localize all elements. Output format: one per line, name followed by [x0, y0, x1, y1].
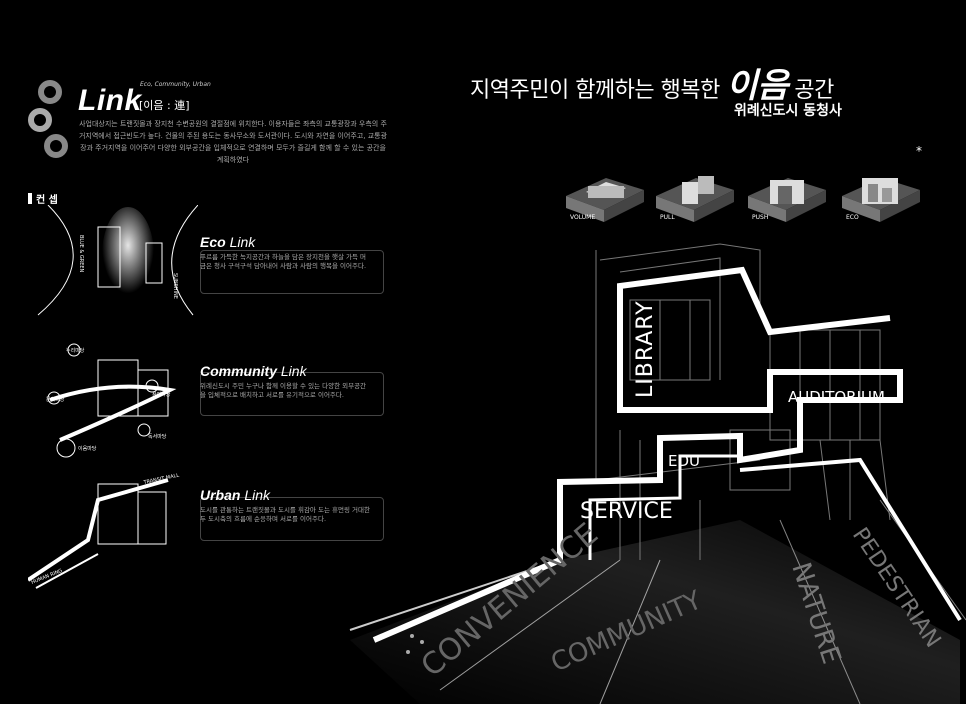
step-volume-diagram: [566, 178, 644, 222]
eco-link-desc: 푸르름 가득한 녹지공간과 하늘을 담은 장지천을 햇살 가득 머금은 청사 구…: [200, 253, 367, 270]
step-pull-label: PULL: [660, 214, 675, 221]
step-eco-diagram: [842, 178, 920, 222]
label-service: SERVICE: [580, 499, 673, 524]
step-pull-diagram: [656, 176, 734, 222]
community-link-card: [200, 372, 384, 416]
community-tag-chamyeo: 참여마당: [152, 391, 171, 398]
community-link-desc: 위례신도시 주민 누구나 함께 이용할 수 있는 다양한 외부공간을 입체적으로…: [200, 382, 367, 399]
step-volume-label: VOLUME: [570, 214, 596, 221]
main-subheadline: 위례신도시 동청사: [734, 103, 842, 119]
community-tag-munhwa: 문화마당: [46, 396, 65, 403]
eco-tag-sunshine: SUNSHINE: [172, 273, 178, 299]
concept-section-label: 컨 셉: [28, 191, 58, 206]
eco-tag-blue-green: BLUE & GREEN: [78, 235, 84, 273]
link-chain-logo: [28, 80, 68, 158]
urban-link-title: Urban Link: [200, 487, 271, 503]
step-push-label: PUSH: [752, 214, 769, 221]
intro-paragraph: 사업대상지는 트랜짓몰과 장지천 수변공원의 결절점에 위치한다. 이용자들은 …: [78, 120, 388, 164]
star-mark: *: [916, 144, 922, 158]
eco-link-title: Eco Link: [200, 234, 256, 250]
urban-link-diagram: TRANSIT MALL HUMAN RING: [28, 473, 180, 589]
label-auditorium: AUDITORIUM: [788, 388, 885, 406]
eco-link-card: [200, 250, 384, 294]
main-headline: 지역주민이 함께하는 행복한 이음 공간: [470, 66, 834, 106]
link-bracket: [이음 : 連]: [139, 99, 190, 112]
community-tag-dokseo: 독서마당: [148, 433, 167, 440]
link-subtitle: Eco, Community, Urban: [140, 81, 211, 88]
step-eco-label: ECO: [846, 214, 859, 221]
eco-link-diagram: BLUE & GREEN SUNSHINE: [37, 205, 198, 316]
step-push-diagram: [748, 178, 826, 222]
urban-link-desc: 도시를 관통하는 트랜짓몰과 도시를 휘감아 도는 휴먼링 거대한 두 도시축의…: [200, 506, 370, 523]
community-link-title: Community Link: [200, 363, 307, 379]
label-edu: EDU: [668, 452, 700, 470]
link-title: Link: [78, 84, 142, 117]
community-tag-ieum: 이음마당: [78, 445, 97, 452]
label-library: LIBRARY: [633, 300, 658, 398]
urban-link-card: [200, 497, 384, 541]
community-tag-nuri: 누리마당: [66, 347, 85, 354]
community-link-diagram: 누리마당 문화마당 참여마당 독서마당 이음마당: [46, 343, 177, 458]
section-bar-icon: [28, 193, 32, 204]
